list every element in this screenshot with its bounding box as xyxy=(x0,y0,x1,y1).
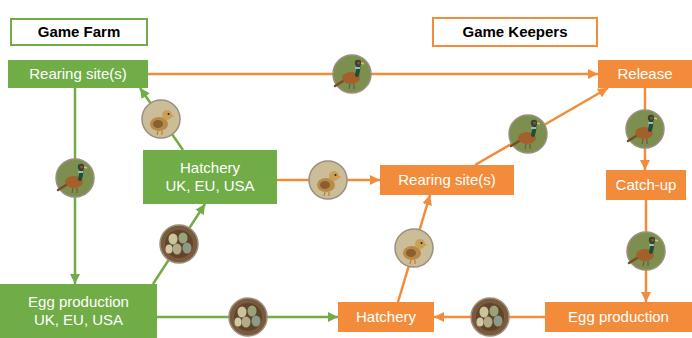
node-label: Hatchery xyxy=(356,308,416,326)
pheasant-icon xyxy=(56,159,94,197)
eggs-icon xyxy=(229,298,267,336)
process-box: Egg production xyxy=(545,302,692,332)
flow-arrow xyxy=(140,88,183,150)
node-label: Egg production xyxy=(568,308,669,326)
node-label: Game Keepers xyxy=(462,23,567,41)
flow-arrow xyxy=(475,88,608,165)
node-label: Release xyxy=(617,65,672,83)
eggs-icon xyxy=(160,225,198,263)
process-box: Catch-up xyxy=(606,170,686,200)
flow-arrow xyxy=(148,73,598,76)
chick-icon xyxy=(395,229,433,267)
pheasant-icon xyxy=(333,55,371,93)
process-box: Hatchery xyxy=(338,302,434,332)
eggs-icon xyxy=(471,298,509,336)
node-label: Catch-up xyxy=(616,176,677,194)
pheasant-icon xyxy=(627,232,665,270)
flow-arrow xyxy=(153,204,205,284)
chick-icon xyxy=(142,100,180,138)
group-heading: Game Farm xyxy=(10,18,148,46)
pheasant-icon xyxy=(509,115,547,153)
process-box: Hatchery UK, EU, USA xyxy=(143,150,277,204)
node-label: Rearing site(s) xyxy=(398,171,496,189)
chick-icon xyxy=(309,161,347,199)
process-box: Egg production UK, EU, USA xyxy=(0,284,157,338)
node-label: Egg production UK, EU, USA xyxy=(28,293,129,329)
node-label: Hatchery UK, EU, USA xyxy=(165,159,254,195)
pheasant-icon xyxy=(626,110,664,148)
process-box: Rearing site(s) xyxy=(8,60,148,88)
node-label: Game Farm xyxy=(38,23,121,41)
node-label: Rearing site(s) xyxy=(29,65,127,83)
process-box: Rearing site(s) xyxy=(380,165,514,195)
process-box: Release xyxy=(598,60,692,88)
group-heading: Game Keepers xyxy=(432,17,598,47)
